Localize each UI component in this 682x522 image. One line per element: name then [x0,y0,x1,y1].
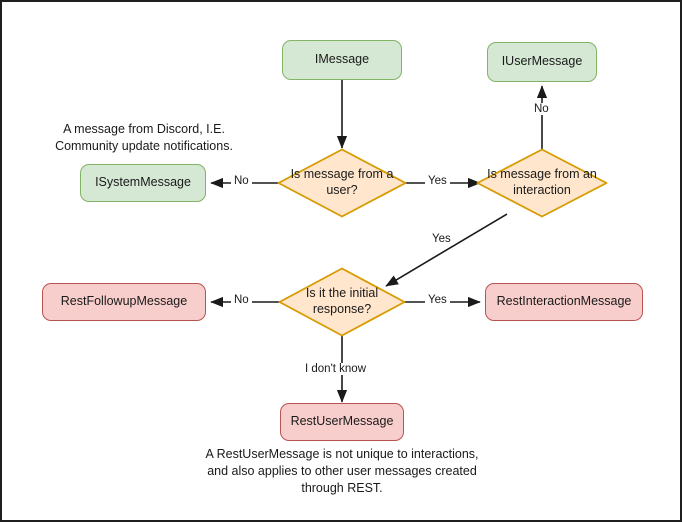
decision-is-it-the-initial-response[interactable]: Is it the initial response? [278,267,406,337]
decision-is-message-from-a-user[interactable]: Is message from a user? [277,148,407,218]
edge-label-from-interaction-no: No [531,103,552,115]
node-imessage[interactable]: IMessage [282,40,402,80]
diamond-shape [278,267,406,337]
node-iusermessage[interactable]: IUserMessage [487,42,597,82]
node-iusermessage-label: IUserMessage [501,54,583,69]
node-restusermessage[interactable]: RestUserMessage [280,403,404,441]
node-restfollowupmessage-label: RestFollowupMessage [60,294,188,309]
edge-label-initial-i-dont-know: I don't know [302,363,370,375]
node-restinteractionmessage[interactable]: RestInteractionMessage [485,283,643,321]
edge-label-initial-no: No [231,294,252,306]
node-restusermessage-label: RestUserMessage [290,414,394,429]
caption-system-message-note: A message from Discord, I.E. Community u… [55,122,233,153]
decision-is-message-from-an-interaction[interactable]: Is message from an interaction [476,148,608,218]
diamond-shape [277,148,407,218]
diamond-shape [476,148,608,218]
edge-label-from-user-no: No [231,175,252,187]
node-restinteractionmessage-label: RestInteractionMessage [496,294,632,309]
edge-label-initial-yes: Yes [425,294,450,306]
node-restfollowupmessage[interactable]: RestFollowupMessage [42,283,206,321]
edge-label-from-user-yes: Yes [425,175,450,187]
node-imessage-label: IMessage [314,52,370,67]
caption-rest-user-message-note: A RestUserMessage is not unique to inter… [205,447,479,495]
node-isystemmessage[interactable]: ISystemMessage [80,164,206,202]
edge-label-from-interaction-yes: Yes [429,233,454,245]
node-isystemmessage-label: ISystemMessage [95,175,191,190]
